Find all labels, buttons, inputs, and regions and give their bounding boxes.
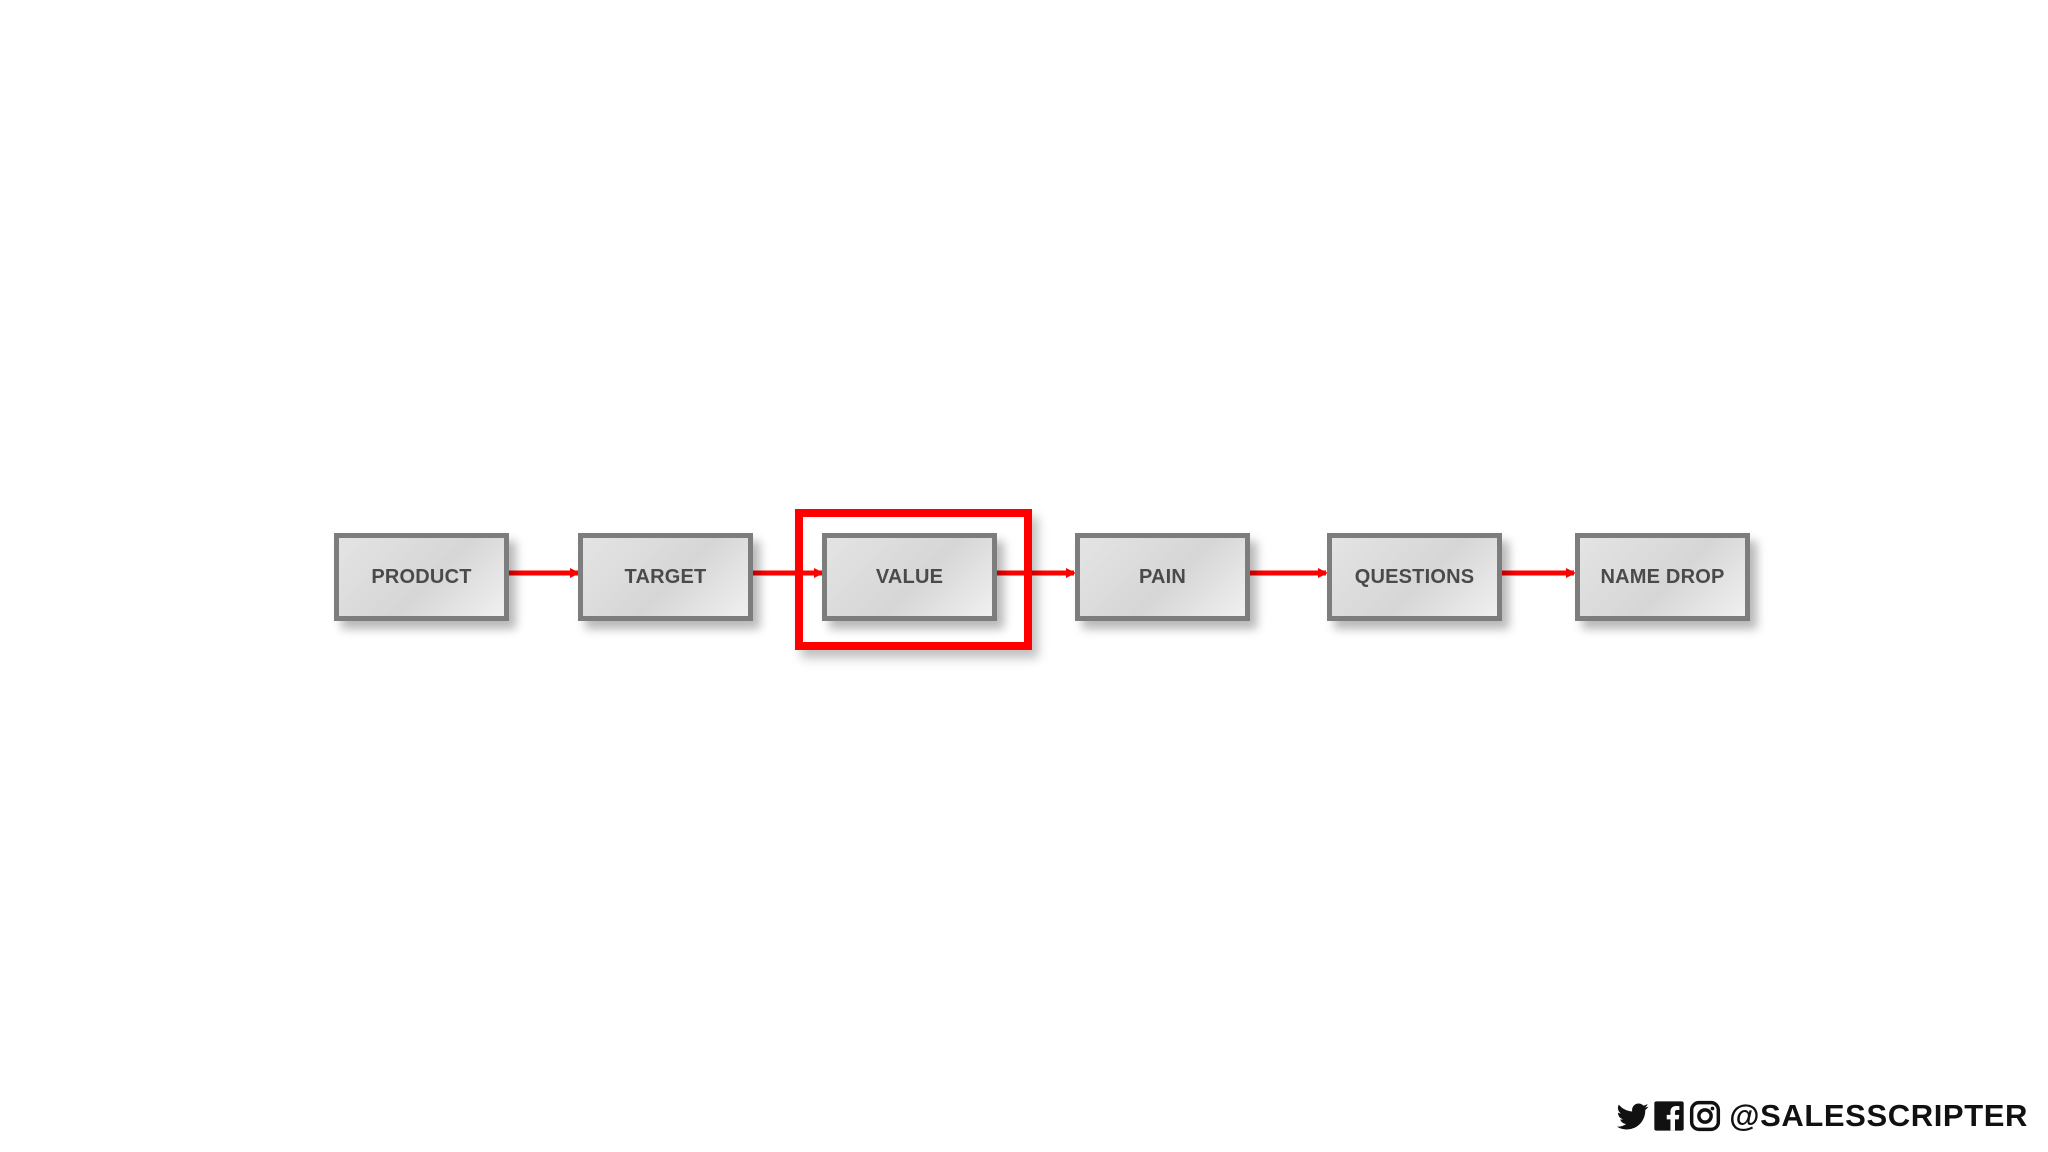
step-label: PRODUCT — [371, 565, 472, 588]
step-box-value: VALUE — [822, 533, 997, 621]
step-box-pain: PAIN — [1075, 533, 1250, 621]
facebook-icon[interactable] — [1653, 1100, 1685, 1132]
step-label: VALUE — [875, 565, 944, 588]
social-handle[interactable]: @SALESSCRIPTER — [1729, 1098, 2028, 1133]
step-label: QUESTIONS — [1354, 565, 1475, 588]
value-highlight-frame — [795, 509, 1032, 650]
social-footer: @SALESSCRIPTER — [1617, 1096, 2028, 1136]
step-box-target: TARGET — [578, 533, 753, 621]
twitter-icon[interactable] — [1617, 1100, 1649, 1132]
step-label: PAIN — [1138, 565, 1187, 588]
step-box-name-drop: NAME DROP — [1575, 533, 1750, 621]
step-box-product: PRODUCT — [334, 533, 509, 621]
step-box-questions: QUESTIONS — [1327, 533, 1502, 621]
instagram-icon[interactable] — [1689, 1100, 1721, 1132]
step-label: TARGET — [624, 565, 707, 588]
step-label: NAME DROP — [1600, 565, 1725, 588]
